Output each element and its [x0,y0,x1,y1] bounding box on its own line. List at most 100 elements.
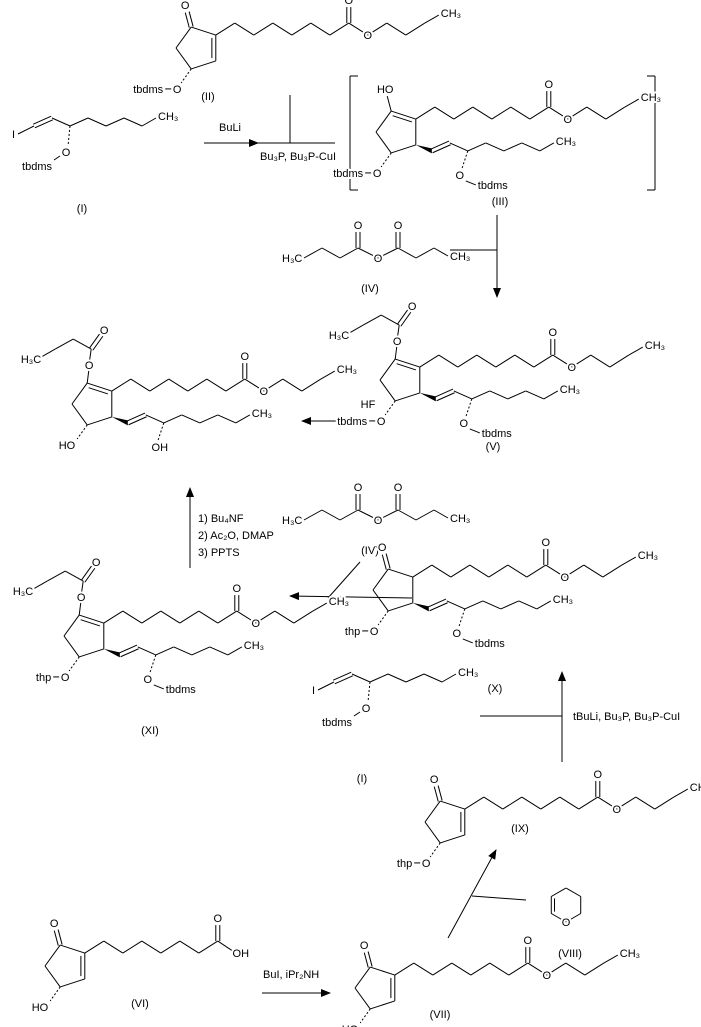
reagent-hf: HF [361,399,376,411]
carbonyl-oxygen: O [100,325,109,337]
bond [339,247,359,259]
tbdms-label: tbdms [166,684,196,696]
bond [181,414,201,424]
methyl-label: CH₃ [638,550,658,562]
bond [431,564,452,578]
bond [332,671,352,681]
bond [351,673,371,683]
bond [209,646,229,656]
bond [54,338,74,350]
wedge-bond [103,648,120,658]
bond [654,796,675,810]
reagent-cuprate: Bu₃P, Bu₃P-CuI [260,151,336,163]
methyl-label: H₃C [21,354,41,366]
bond [432,962,453,976]
bond [34,119,54,129]
bond [386,22,407,36]
bond [385,553,391,569]
bond [397,247,417,259]
bond [71,382,88,405]
bond [312,602,328,612]
tbdms-label: tbdms [133,84,163,96]
bond [184,12,190,28]
bond [380,314,400,326]
bond [369,673,389,683]
bond [391,144,416,154]
bond [88,349,92,364]
bond [141,940,162,954]
carbonyl-oxygen: O [594,769,603,781]
bond [375,110,392,133]
wedge-bond [415,144,432,154]
bond [432,144,451,154]
bond [467,142,487,152]
bond [440,834,465,844]
bond [354,966,371,989]
bond [375,131,392,154]
bond [215,22,236,36]
bond [334,675,354,685]
bond [87,117,107,127]
ether-oxygen: O [460,418,469,430]
compound-label-v: (V) [486,441,501,453]
bond [320,370,336,380]
bond [489,390,509,400]
bond [433,786,439,802]
reagent-alkylation: BuI, iPr₂NH [263,969,319,981]
bond [353,711,361,717]
bond [564,564,585,578]
bond [155,646,175,656]
bond [605,106,626,120]
hashed-bond [380,152,392,168]
bond [543,390,559,400]
hydroxyl-label: HO [32,1002,49,1014]
bond [469,428,480,434]
bond [357,509,379,521]
bond [603,954,619,964]
bond [457,354,478,368]
bond [92,335,104,351]
hydroxyl-label: HO [59,440,76,452]
methyl-label: CH₃ [560,384,580,396]
reagent-step-1: 1) Bu₄NF [198,513,244,525]
ester-oxygen: O [613,804,622,816]
bond [53,930,59,946]
bond [552,354,573,368]
bond [673,788,689,798]
bond [168,378,189,392]
bond [235,414,251,424]
bond [141,117,157,127]
bond [436,392,455,402]
bond [545,564,566,578]
ester-oxygen: O [252,618,261,630]
hashed-bond [465,398,473,418]
bond [291,22,312,36]
bond [548,106,569,120]
bond [84,567,96,583]
bond [440,800,465,810]
bond [500,600,520,610]
bond [583,564,604,578]
bond [51,117,71,127]
bond [394,962,415,976]
compound-label-iv: (IV) [361,545,379,557]
methyl-label: CH₃ [458,667,478,679]
ether-oxygen: O [370,626,379,638]
bond [321,247,341,259]
compound-label-iii: (III) [492,196,509,208]
compound-label-ii: (II) [201,91,214,103]
ester-oxygen: O [564,114,573,126]
methyl-label: CH₃ [645,340,665,352]
ester-oxygen: O [260,386,269,398]
bond [60,944,85,954]
bond [120,648,139,658]
ether-oxygen: O [377,416,386,428]
methyl-label: CH₃ [158,111,178,123]
methyl-label: CH₃ [244,640,264,652]
bond [126,412,146,422]
bond [567,106,588,120]
hashed-bond [461,150,469,170]
bond [590,354,611,368]
hashed-bond [157,422,165,442]
methyl-label: H₃C [282,515,302,527]
